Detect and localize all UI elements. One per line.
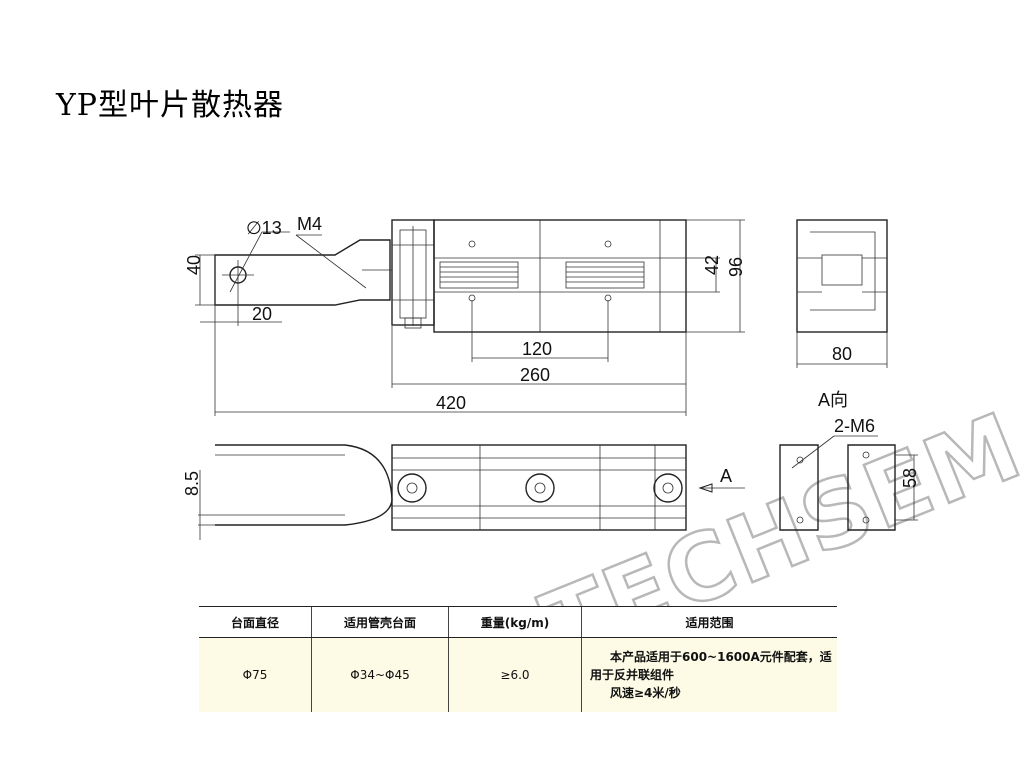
dim-58: 58 [900,468,920,488]
view-a: A向 2-M6 58 [779,390,920,531]
front-dimensions: 40 ∅13 M4 20 42 96 120 260 [184,214,746,416]
device-2 [565,240,645,302]
front-view [214,219,687,333]
dim-420: 420 [436,393,466,413]
page-title: YP型叶片散热器 [56,88,284,123]
cell-weight: ≥6.0 [448,637,582,712]
header-weight: 重量(kg/m) [448,606,582,638]
table-row: Φ75 Φ34~Φ45 ≥6.0 本产品适用于600~1600A元件配套，适 用… [199,637,837,712]
dim-80: 80 [832,344,852,364]
dim-260: 260 [520,365,550,385]
cell-dia: Φ75 [199,637,312,712]
scope-line-3: 风速≥4米/秒 [610,686,681,700]
dim-20: 20 [252,304,272,324]
dim-thread: M4 [297,214,322,234]
dim-96: 96 [726,257,746,277]
dim-120: 120 [522,339,552,359]
cell-scope: 本产品适用于600~1600A元件配套，适 用于反并联组件 风速≥4米/秒 [581,637,837,712]
header-scope: 适用范围 [581,606,837,638]
dim-42: 42 [702,255,722,275]
scope-line-1: 本产品适用于600~1600A元件配套，适 [610,650,832,664]
header-dia: 台面直径 [199,606,312,638]
dim-hole-dia: ∅13 [246,218,282,238]
cell-case: Φ34~Φ45 [311,637,449,712]
spec-table: 台面直径 适用管壳台面 重量(kg/m) 适用范围 Φ75 Φ34~Φ45 ≥6… [199,606,837,712]
holes-m6-label: 2-M6 [834,416,875,436]
view-a-label: A向 [818,390,848,410]
device-1 [439,240,519,302]
dim-40: 40 [184,255,204,275]
spec-table-header: 台面直径 适用管壳台面 重量(kg/m) 适用范围 [199,606,837,638]
plan-view: 8.5 A [182,444,745,540]
arrow-a-label: A [720,466,732,486]
scope-line-2: 用于反并联组件 [590,668,675,682]
side-view: 80 [796,219,888,368]
dim-8-5: 8.5 [182,471,202,496]
header-case: 适用管壳台面 [311,606,449,638]
